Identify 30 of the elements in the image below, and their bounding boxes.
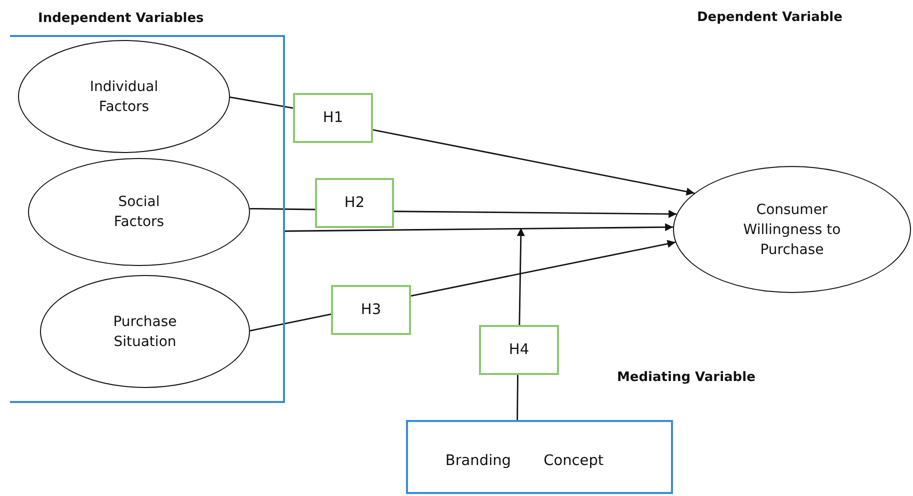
node-text: Purchase Situation [112,312,178,352]
node-text: Consumer Willingness to Purchase [742,200,842,260]
factor-ellipse [28,158,250,266]
hypothesis-box [293,93,373,143]
connector-line [230,96,294,109]
arrow [410,240,676,297]
arrow [285,223,674,232]
hypothesis-box [315,178,394,228]
section-heading: Mediating Variable [617,370,756,385]
node-text: H2 [344,194,365,213]
outcome-ellipse [673,166,911,293]
node-text: H1 [322,109,344,128]
connector-line [516,375,518,420]
section-heading: Independent Variables [38,11,204,26]
hypothesis-box [479,325,559,375]
factor-ellipse [40,275,250,388]
arrow [372,129,695,196]
connector-line [250,208,315,210]
factor-ellipse [18,40,230,153]
node-text: H3 [360,301,382,320]
mediator-box [406,420,673,494]
node-text: H4 [508,341,530,360]
connector-line [250,314,332,332]
node-text: Individual Factors [88,78,160,116]
node-text: Branding Concept [445,452,604,470]
hypothesis-box [331,285,411,335]
section-heading: Dependent Variable [697,10,842,25]
node-text: Social Factors [112,193,166,232]
arrow [394,210,677,218]
arrow [516,228,525,326]
